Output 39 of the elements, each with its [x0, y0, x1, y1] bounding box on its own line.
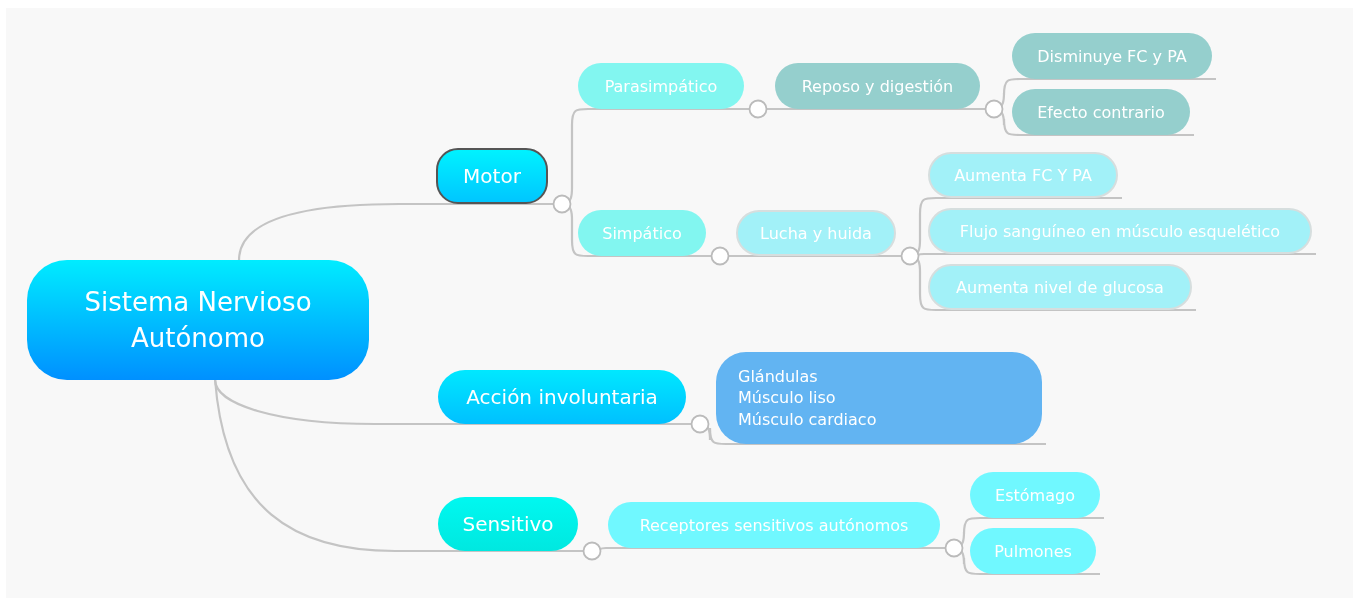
topic-text: Motor — [463, 164, 521, 188]
topic-text: Simpático — [602, 223, 682, 243]
topic-box — [716, 352, 1042, 444]
topic-text: Aumenta nivel de glucosa — [956, 277, 1164, 297]
topic-text: Glándulas — [738, 365, 818, 388]
connector-line — [237, 202, 446, 261]
topic-text: Flujo sanguíneo en músculo esquelético — [959, 221, 1281, 241]
topic-box — [578, 210, 706, 256]
topic-text: Aumenta FC Y PA — [954, 165, 1092, 185]
topic-box — [436, 148, 548, 204]
topic-box — [928, 264, 1192, 310]
topic-text: Sensitivo — [462, 512, 554, 536]
topic-text: Estómago — [995, 485, 1075, 505]
topic-box — [608, 502, 940, 548]
topic-text: Músculo cardiaco — [738, 408, 877, 431]
topic-box — [438, 497, 578, 551]
topic-text: Pulmones — [994, 541, 1072, 561]
topic-box — [928, 152, 1118, 198]
connector-line — [214, 379, 448, 426]
central-topic — [27, 260, 369, 380]
topic-box — [1012, 33, 1212, 79]
topic-box — [928, 208, 1312, 254]
topic-text: Disminuye FC y PA — [1037, 46, 1187, 66]
topic-box — [1012, 89, 1190, 135]
topic-text: Reposo y digestión — [801, 76, 954, 96]
topic-box — [578, 63, 744, 109]
connector-line — [214, 379, 448, 553]
topic-text: Efecto contrario — [1037, 102, 1165, 122]
topic-box — [970, 472, 1100, 518]
topic-text: Lucha y huida — [760, 223, 872, 243]
topic-text: Parasimpático — [604, 76, 718, 96]
topic-text: Receptores sensitivos autónomos — [639, 515, 909, 535]
topic-box — [775, 63, 980, 109]
topic-box — [736, 210, 896, 256]
topic-text: Músculo liso — [738, 387, 836, 409]
topic-box — [438, 370, 686, 424]
topic-box — [970, 528, 1096, 574]
topic-text: Sistema Nervioso Autónomo — [83, 285, 313, 355]
topic-text: Acción involuntaria — [466, 385, 658, 409]
